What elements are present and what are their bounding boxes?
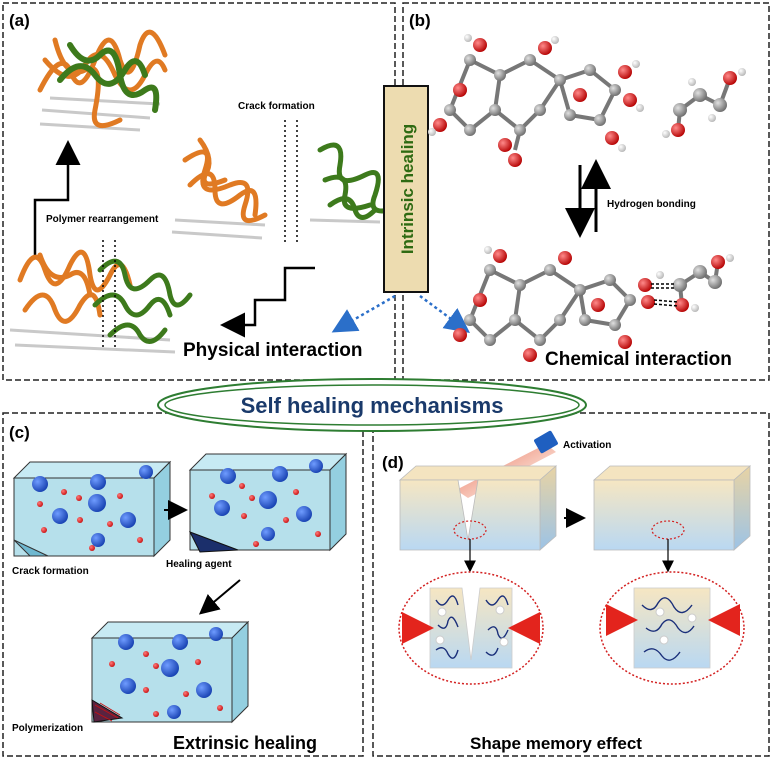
intrinsic-label: Intrinsic healing [398,124,417,254]
poly-label: Polymerization [12,723,83,734]
intrinsic-arrow-right [419,294,471,333]
molecule-atoms-top [428,34,644,167]
panel-d: (d) Activation [382,430,752,753]
panel-b-title: Chemical interaction [545,349,732,370]
capsule-cube-1 [12,460,172,558]
panel-c-tag: (c) [9,423,30,442]
intrinsic-healing-box: Intrinsic healing [331,85,471,333]
panel-a-tag: (a) [9,11,30,30]
polymer-tangle-top [37,29,168,132]
panel-a: (a) Polymer rearrangement Crack formatio… [9,11,393,361]
orange-chain-cracked [171,137,268,240]
hydrogen-bond-lines [651,283,679,307]
shape-memory-block-cracked [398,465,558,573]
molecule-complex-atoms [453,246,734,362]
cube-arrow-2 [198,579,241,615]
zoom-circle-healed [599,571,745,685]
rearrange-label: Polymer rearrangement [46,214,159,225]
crack-to-bottom-arrow [220,266,315,338]
panel-c: (c) Crack formation [9,423,348,753]
polymer-tangle-bottom [9,240,193,354]
main-title: Self healing mechanisms [241,393,504,418]
zoom-circle-cracked [398,571,544,685]
bond-label: Hydrogen bonding [607,199,696,210]
main-title-ellipse: Self healing mechanisms [157,378,587,432]
panel-a-title: Physical interaction [183,340,363,361]
panel-b: (b) [409,11,746,370]
panel-d-tag: (d) [382,453,404,472]
capsule-cube-1-spheres [32,465,153,551]
activation-device-icon [534,430,558,454]
agent-label: Healing agent [166,559,232,570]
panel-d-title: Shape memory effect [470,734,642,753]
capsule-cube-3-spheres [109,627,223,719]
intrinsic-arrow-left [331,294,396,333]
panel-c-title: Extrinsic healing [173,733,317,753]
shape-memory-block-healed [592,465,752,573]
molecule-glycol-top [662,68,746,138]
capsule-cube-2 [188,452,348,553]
capsule-cube-2-spheres [209,459,323,547]
crack-label-c: Crack formation [12,566,89,577]
green-chain-cracked [309,142,393,224]
activation-label: Activation [563,440,611,451]
rearrange-arrow [33,140,81,255]
panel-b-tag: (b) [409,11,431,30]
crack-label-a: Crack formation [238,101,315,112]
